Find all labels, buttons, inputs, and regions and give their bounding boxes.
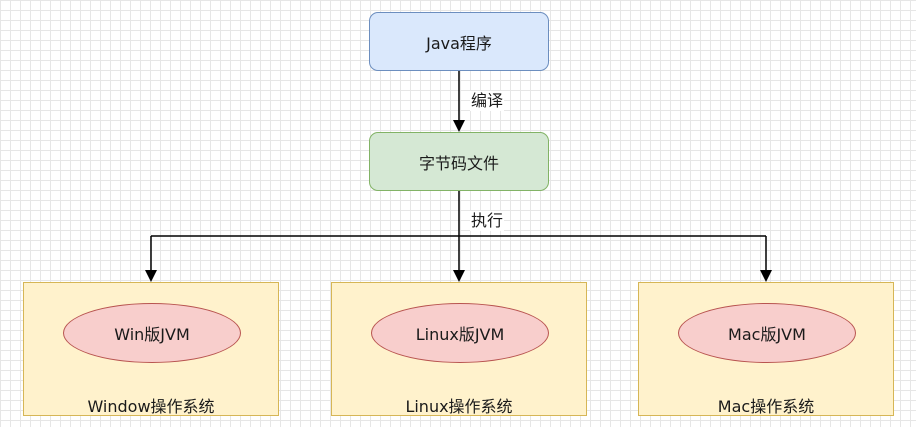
windows-jvm-label: Win版JVM (114, 325, 190, 344)
bytecode-file-node[interactable]: 字节码文件 (369, 132, 549, 191)
compile-edge-label: 编译 (470, 91, 505, 111)
mac-jvm-node[interactable]: Mac版JVM (678, 303, 856, 363)
linux-os-container[interactable]: Linux版JVM Linux操作系统 (331, 282, 587, 416)
linux-os-label: Linux操作系统 (405, 397, 513, 416)
java-program-node[interactable]: Java程序 (369, 12, 549, 71)
windows-os-container[interactable]: Win版JVM Window操作系统 (23, 282, 279, 416)
windows-os-label: Window操作系统 (87, 397, 215, 416)
arrowhead-compile (453, 120, 465, 132)
mac-jvm-label: Mac版JVM (728, 325, 806, 344)
arrowhead-mac (760, 270, 772, 282)
java-program-label: Java程序 (426, 33, 492, 53)
mac-os-container[interactable]: Mac版JVM Mac操作系统 (638, 282, 894, 416)
windows-jvm-node[interactable]: Win版JVM (63, 303, 241, 363)
linux-jvm-node[interactable]: Linux版JVM (371, 303, 549, 363)
execute-edge-label: 执行 (470, 211, 505, 231)
mac-os-label: Mac操作系统 (717, 397, 815, 416)
arrowhead-windows (145, 270, 157, 282)
arrowhead-linux (453, 270, 465, 282)
bytecode-file-label: 字节码文件 (418, 153, 499, 173)
linux-jvm-label: Linux版JVM (415, 325, 505, 344)
